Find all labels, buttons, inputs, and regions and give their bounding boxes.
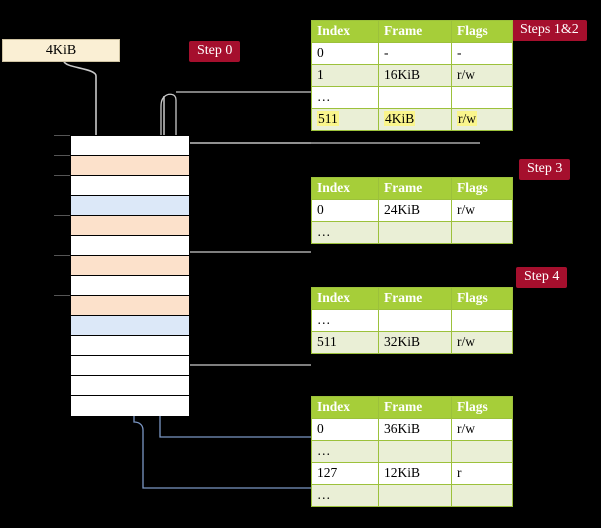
column-header-frame: Frame (378, 287, 452, 310)
memory-frame-row (71, 296, 189, 316)
memory-frame-row (71, 176, 189, 196)
table-cell (451, 309, 513, 332)
column-header-index: Index (311, 20, 379, 43)
table-cell: r/w (451, 108, 513, 131)
table-cell (451, 221, 513, 244)
memory-row-tick (54, 155, 70, 156)
table-cell: 511 (311, 108, 379, 131)
column-header-flags: Flags (451, 20, 513, 43)
table-cell (451, 86, 513, 109)
table-cell (378, 86, 452, 109)
column-header-flags: Flags (451, 396, 513, 419)
memory-frame-row (71, 356, 189, 376)
table-cell: r/w (451, 64, 513, 87)
memory-row-tick (54, 175, 70, 176)
table-cell: … (311, 484, 379, 507)
memory-frame-row (71, 316, 189, 336)
table-row: … (311, 440, 513, 463)
memory-frame-row (71, 216, 189, 236)
memory-frame-row (71, 156, 189, 176)
table-row: … (311, 221, 513, 244)
table-cell (378, 221, 452, 244)
memory-frame-row (71, 396, 189, 416)
table-cell (451, 440, 513, 463)
memory-frame-row (71, 376, 189, 396)
memory-row-tick (54, 255, 70, 256)
table-cell: - (451, 42, 513, 65)
table-cell: 4KiB (378, 108, 452, 131)
column-header-flags: Flags (451, 177, 513, 200)
column-header-index: Index (311, 177, 379, 200)
physical-memory-column (70, 135, 190, 416)
table-cell: … (311, 221, 379, 244)
table-cell: 511 (311, 331, 379, 354)
memory-frame-row (71, 236, 189, 256)
table-cell: - (378, 42, 452, 65)
table-row: 0-- (311, 42, 513, 65)
table-cell: r/w (451, 418, 513, 441)
virtual-address-box: 4KiB (2, 39, 120, 62)
column-header-flags: Flags (451, 287, 513, 310)
table-cell: … (311, 309, 379, 332)
badge-step-3: Step 3 (519, 159, 571, 180)
table-cell: 24KiB (378, 199, 452, 222)
table-cell: r/w (451, 331, 513, 354)
memory-frame-row (71, 276, 189, 296)
column-header-frame: Frame (378, 177, 452, 200)
memory-row-tick (54, 135, 70, 136)
memory-frame-row (71, 196, 189, 216)
table-cell: … (311, 86, 379, 109)
badge-step-4: Step 4 (516, 267, 568, 288)
memory-frame-row (71, 136, 189, 156)
table-cell: r (451, 462, 513, 485)
column-header-index: Index (311, 396, 379, 419)
table-cell: 32KiB (378, 331, 452, 354)
table-row: … (311, 309, 513, 332)
table-cell (378, 484, 452, 507)
table-cell: 1 (311, 64, 379, 87)
table-row: … (311, 484, 513, 507)
table-cell: 0 (311, 418, 379, 441)
memory-row-tick (54, 215, 70, 216)
table-cell: 12KiB (378, 462, 452, 485)
table-cell: 0 (311, 42, 379, 65)
memory-frame-row (71, 256, 189, 276)
table-cell: r/w (451, 199, 513, 222)
table-cell: 16KiB (378, 64, 452, 87)
table-cell: 127 (311, 462, 379, 485)
memory-row-tick (54, 295, 70, 296)
table-row: … (311, 86, 513, 109)
table-cell (378, 440, 452, 463)
memory-frame-row (71, 336, 189, 356)
column-header-frame: Frame (378, 396, 452, 419)
badge-step-0: Step 0 (189, 41, 241, 62)
column-header-index: Index (311, 287, 379, 310)
table-cell: 0 (311, 199, 379, 222)
badge-steps-1-2: Steps 1&2 (512, 20, 587, 41)
table-cell (378, 309, 452, 332)
table-cell: … (311, 440, 379, 463)
table-cell: 36KiB (378, 418, 452, 441)
column-header-frame: Frame (378, 20, 452, 43)
table-cell (451, 484, 513, 507)
